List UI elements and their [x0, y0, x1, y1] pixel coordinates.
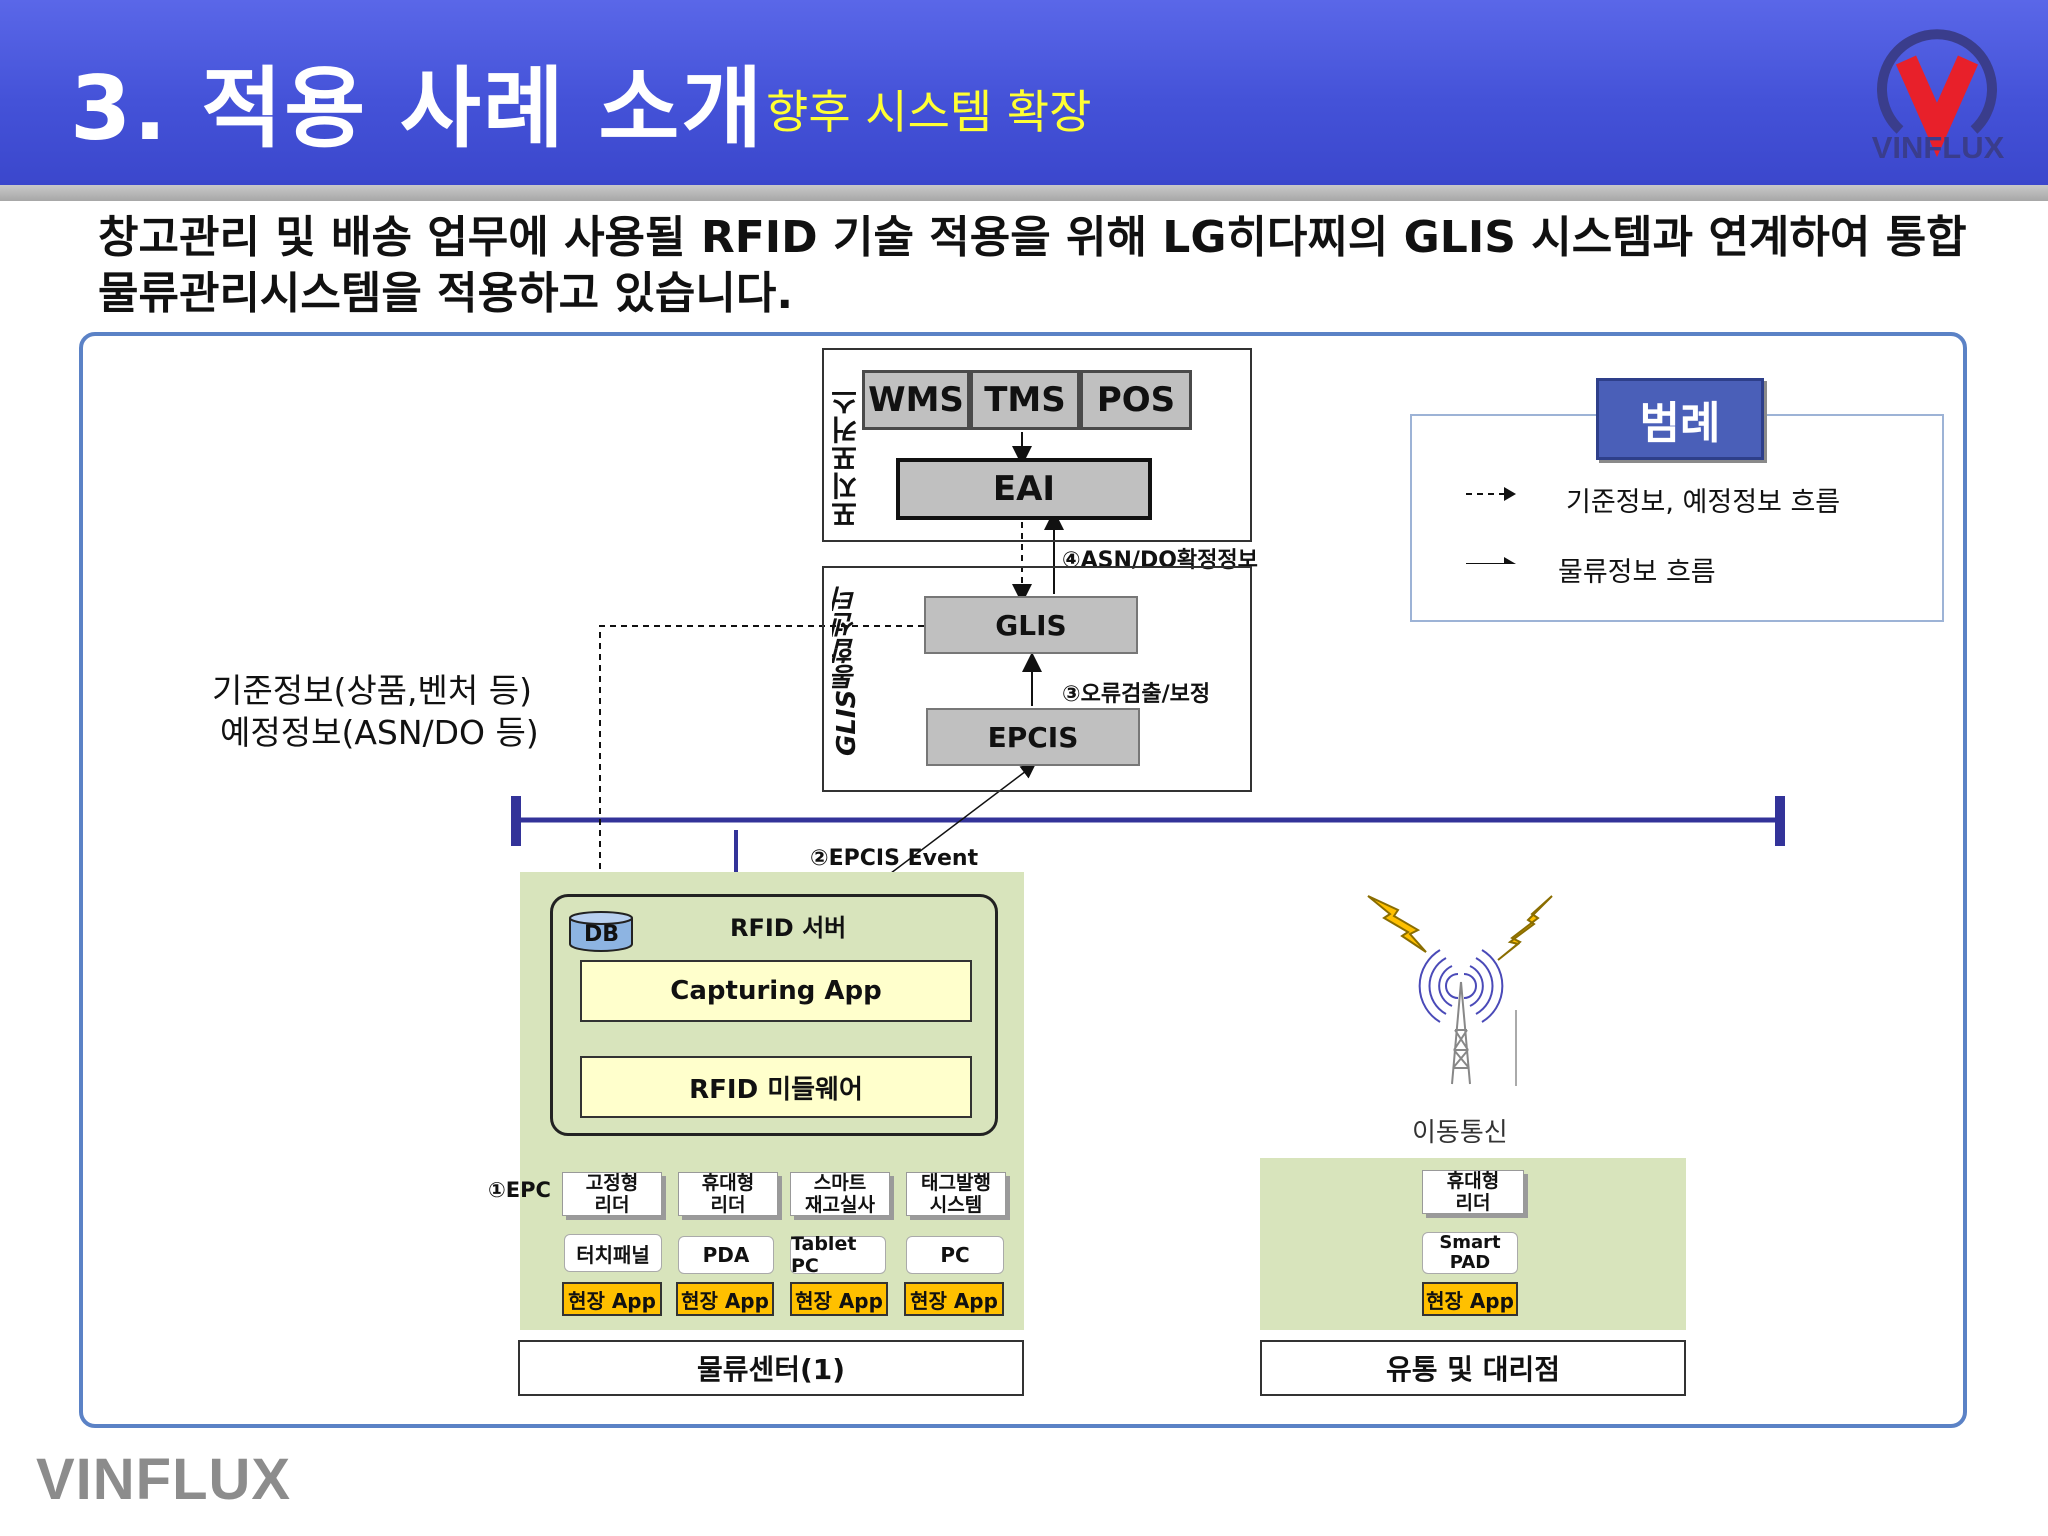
field-app-3: 현장 App: [790, 1282, 888, 1316]
asn-do-flow-label: ④ASN/DO확정정보: [1062, 548, 1258, 573]
mobile-network-label: 이동통신: [1412, 1118, 1508, 1148]
footer-logo-text: VINFLUX: [36, 1447, 292, 1512]
pda-box: PDA: [678, 1236, 774, 1274]
pc-box: PC: [906, 1236, 1004, 1274]
smart-inventory-box: 스마트 재고실사: [790, 1172, 890, 1216]
retail-field-app: 현장 App: [1422, 1282, 1518, 1316]
tag-issuing-box: 태그발행 시스템: [906, 1172, 1006, 1216]
page-subtitle: 향후 시스템 확장: [766, 85, 1092, 139]
diagram-panel: [79, 332, 1967, 1428]
touch-panel-box: 터치패널: [564, 1234, 662, 1272]
field-app-2: 현장 App: [676, 1282, 774, 1316]
rfid-middleware-box: RFID 미들웨어: [580, 1056, 972, 1118]
logistics-center-label: 물류센터(1): [518, 1340, 1024, 1396]
epcis-event-flow-label: ②EPCIS Event: [810, 846, 979, 871]
fixed-reader-box: 고정형 리더: [562, 1172, 662, 1216]
field-app-4: 현장 App: [904, 1282, 1004, 1316]
header-bar: [0, 0, 2048, 185]
cell-tower-icon: [1367, 895, 1553, 1086]
tablet-pc-box: Tablet PC: [790, 1233, 886, 1277]
legend-dashed-label: 기준정보, 예정정보 흐름: [1566, 487, 1841, 518]
vinflux-logo-icon: [1877, 29, 1997, 158]
db-label: DB: [584, 922, 620, 947]
db-icon: [569, 911, 633, 952]
wms-box: WMS: [862, 370, 970, 430]
glis-center-group: [822, 566, 1252, 792]
master-info-line-1: 기준정보(상품,벤처 등): [212, 671, 532, 710]
legend-solid-label: 물류정보 흐름: [1558, 557, 1716, 588]
pos-box: POS: [1080, 370, 1192, 430]
glis-box: GLIS: [924, 596, 1138, 654]
capturing-app-box: Capturing App: [580, 960, 972, 1022]
rfid-server-label: RFID 서버: [730, 914, 847, 942]
logo-text: VINFLUX: [1871, 130, 2005, 165]
poscos-group: [822, 348, 1252, 542]
smart-pad-box: Smart PAD: [1422, 1232, 1518, 1274]
retail-handheld-reader-box: 휴대형 리더: [1422, 1170, 1524, 1214]
master-info-line-2: 예정정보(ASN/DO 등): [220, 713, 539, 752]
poscos-label: 포지포커스: [829, 388, 862, 528]
rfid-server-group: [550, 894, 998, 1136]
handheld-reader-box: 휴대형 리더: [678, 1172, 778, 1216]
epc-flow-label: ①EPC: [488, 1178, 551, 1202]
description-text: 창고관리 및 배송 업무에 사용될 RFID 기술 적용을 위해 LG히다찌의 …: [98, 212, 1967, 319]
field-app-1: 현장 App: [562, 1282, 662, 1316]
eai-box: EAI: [896, 458, 1152, 520]
page-title: 3. 적용 사례 소개: [70, 57, 765, 160]
epcis-box: EPCIS: [926, 708, 1140, 766]
legend-arrows: [1466, 487, 1516, 564]
legend-title: 범례: [1596, 378, 1764, 460]
retail-label: 유통 및 대리점: [1260, 1340, 1686, 1396]
header-divider: [0, 185, 2048, 201]
glis-center-label: GLIS통합센터: [832, 585, 862, 757]
tms-box: TMS: [970, 370, 1080, 430]
error-check-flow-label: ③오류검출/보정: [1062, 682, 1211, 707]
